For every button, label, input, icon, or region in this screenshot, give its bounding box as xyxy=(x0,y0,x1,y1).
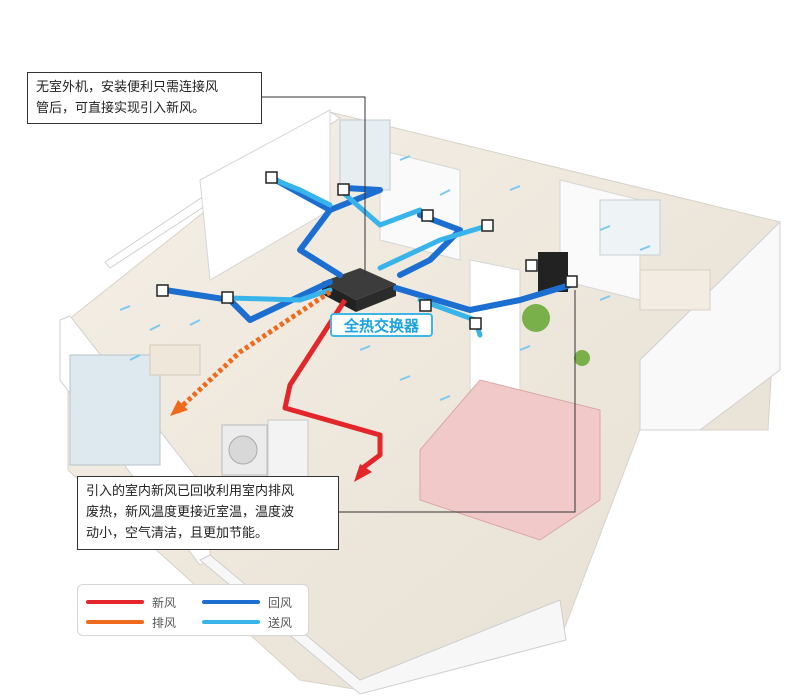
sofa xyxy=(149,344,201,376)
vent xyxy=(525,259,538,272)
legend-label: 新风 xyxy=(152,595,177,610)
callout-no-outdoor-unit: 无室外机，安装便利只需连接风 管后，可直接实现引入新风。 xyxy=(27,72,262,124)
legend-item-fresh-air: 新风 xyxy=(86,594,176,610)
legend-swatch xyxy=(86,620,144,624)
supply-air-ducts xyxy=(227,177,493,338)
right-window xyxy=(599,199,661,256)
vent xyxy=(156,284,169,297)
partition-2 xyxy=(379,149,461,261)
vent xyxy=(421,209,434,222)
legend-item-supply-air: 送风 xyxy=(202,614,292,630)
callout-top-line-2: 管后，可直接实现引入新风。 xyxy=(36,101,206,116)
plant xyxy=(522,304,550,332)
plant-2 xyxy=(574,350,590,366)
callout-bottom-line-1: 引入的室内新风已回收利用室内排风 xyxy=(86,484,295,499)
airflow-arrows xyxy=(119,155,651,401)
bed xyxy=(639,269,711,311)
heat-exchanger-label: 全热交换器 xyxy=(330,313,433,337)
right-wall xyxy=(639,220,781,431)
callout-energy-saving: 引入的室内新风已回收利用室内排风 废热，新风温度更接近室温，温度波 动小，空气清… xyxy=(77,476,339,550)
legend-label: 回风 xyxy=(268,595,293,610)
legend-item-return-air: 回风 xyxy=(202,594,292,610)
vent xyxy=(265,171,278,184)
legend-item-exhaust-air: 排风 xyxy=(86,614,176,630)
fresh-air-arrow xyxy=(354,464,372,482)
legend-swatch xyxy=(86,600,144,604)
front-bottom-wall xyxy=(199,554,567,695)
fresh-air-duct xyxy=(282,298,383,472)
vent xyxy=(419,299,432,312)
vent xyxy=(469,317,482,330)
legend-swatch xyxy=(202,600,260,604)
callout-bottom-line-3: 动小，空气清洁，且更加节能。 xyxy=(86,526,269,541)
vent xyxy=(565,275,578,288)
leader-line-top xyxy=(262,96,366,276)
legend: 新风 回风 排风 送风 xyxy=(77,584,309,636)
bathroom xyxy=(419,379,601,541)
vent xyxy=(481,219,494,232)
legend-label: 送风 xyxy=(268,615,293,630)
vent xyxy=(221,291,234,304)
legend-label: 排风 xyxy=(152,615,177,630)
exhaust-arrow xyxy=(170,400,188,416)
heat-exchanger-side xyxy=(356,284,396,312)
exhaust-air-duct xyxy=(178,289,332,410)
left-window xyxy=(69,354,161,466)
ac-fan-icon xyxy=(228,435,258,465)
callout-bottom-line-2: 废热，新风温度更接近室温，温度波 xyxy=(86,505,295,520)
callout-top-line-1: 无室外机，安装便利只需连接风 xyxy=(36,80,219,95)
leader-line-bottom xyxy=(339,290,576,513)
legend-swatch xyxy=(202,620,260,624)
vents xyxy=(156,171,578,330)
vent xyxy=(337,183,350,196)
